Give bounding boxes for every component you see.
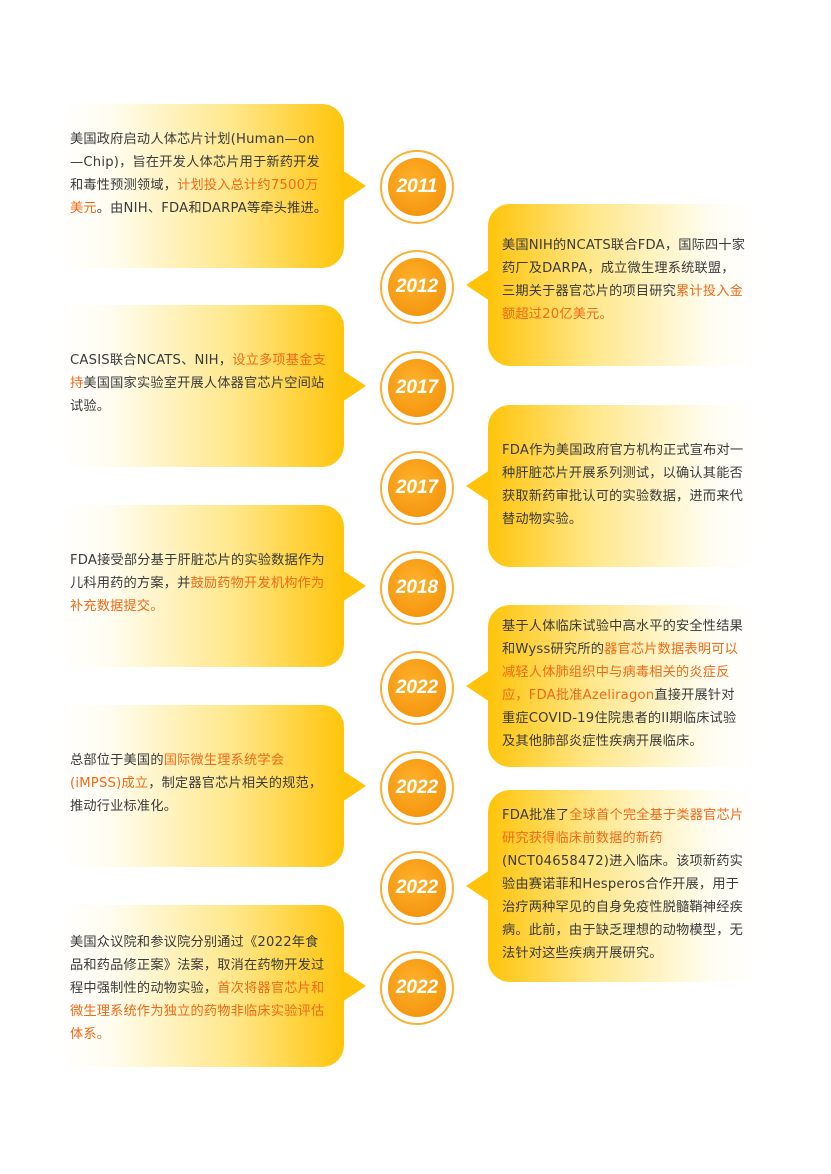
event-card-2022-fda-drug: FDA批准了全球首个完全基于类器官芯片研究获得临床前数据的新药(NCT04658… (466, 790, 760, 982)
event-card-2022-azeliragon: 基于人体临床试验中高水平的安全性结果和Wyss研究所的器官芯片数据表明可以减轻人… (466, 605, 760, 767)
event-card-2012: 美国NIH的NCATS联合FDA，国际四十家药厂及DARPA，成立微生理系统联盟… (466, 204, 760, 366)
event-card-2022-impss: 总部位于美国的国际微生理系统学会(iMPSS)成立，制定器官芯片相关的规范，推动… (56, 705, 366, 867)
event-text: FDA作为美国政府官方机构正式宣布对一种肝脏芯片开展系列测试，以确认其能否获取新… (502, 443, 744, 527)
event-text: 美国政府启动人体芯片计划(Human—on—Chip)，旨在开发人体芯片用于新药… (70, 132, 328, 216)
event-text: CASIS联合NCATS、NIH，设立多项基金支持美国国家实验室开展人体器官芯片… (70, 353, 326, 414)
year-badge-2011: 2011 (380, 150, 454, 224)
year-badge-2017: 2017 (380, 351, 454, 425)
year-label: 2022 (388, 759, 446, 817)
year-label: 2017 (388, 359, 446, 417)
year-label: 2022 (388, 859, 446, 917)
event-text: 美国众议院和参议院分别通过《2022年食品和药品修正案》法案，取消在药物开发过程… (70, 935, 325, 1042)
year-badge-2022: 2022 (380, 651, 454, 725)
year-badge-2022: 2022 (380, 851, 454, 925)
year-label: 2012 (388, 258, 446, 316)
year-badge-2017: 2017 (380, 451, 454, 525)
year-label: 2011 (388, 158, 446, 216)
event-card-2018: FDA接受部分基于肝脏芯片的实验数据作为儿科用药的方案，并鼓励药物开发机构作为补… (56, 505, 366, 667)
event-text: FDA批准了全球首个完全基于类器官芯片研究获得临床前数据的新药(NCT04658… (502, 808, 744, 961)
year-label: 2018 (388, 559, 446, 617)
year-label: 2017 (388, 459, 446, 517)
event-text: 总部位于美国的国际微生理系统学会(iMPSS)成立，制定器官芯片相关的规范，推动… (70, 753, 323, 814)
event-text: 美国NIH的NCATS联合FDA，国际四十家药厂及DARPA，成立微生理系统联盟… (502, 238, 746, 322)
event-card-2017-fda: FDA作为美国政府官方机构正式宣布对一种肝脏芯片开展系列测试，以确认其能否获取新… (466, 405, 760, 567)
year-label: 2022 (388, 659, 446, 717)
event-text: 基于人体临床试验中高水平的安全性结果和Wyss研究所的器官芯片数据表明可以减轻人… (502, 619, 743, 749)
event-card-2017-casis: CASIS联合NCATS、NIH，设立多项基金支持美国国家实验室开展人体器官芯片… (56, 305, 366, 467)
event-text: FDA接受部分基于肝脏芯片的实验数据作为儿科用药的方案，并鼓励药物开发机构作为补… (70, 553, 325, 614)
year-badge-2022: 2022 (380, 751, 454, 825)
event-card-2011: 美国政府启动人体芯片计划(Human—on—Chip)，旨在开发人体芯片用于新药… (56, 104, 366, 268)
year-badge-2012: 2012 (380, 250, 454, 324)
event-card-2022-congress: 美国众议院和参议院分别通过《2022年食品和药品修正案》法案，取消在药物开发过程… (56, 905, 366, 1067)
year-badge-2018: 2018 (380, 551, 454, 625)
year-badge-2022: 2022 (380, 951, 454, 1025)
year-label: 2022 (388, 959, 446, 1017)
